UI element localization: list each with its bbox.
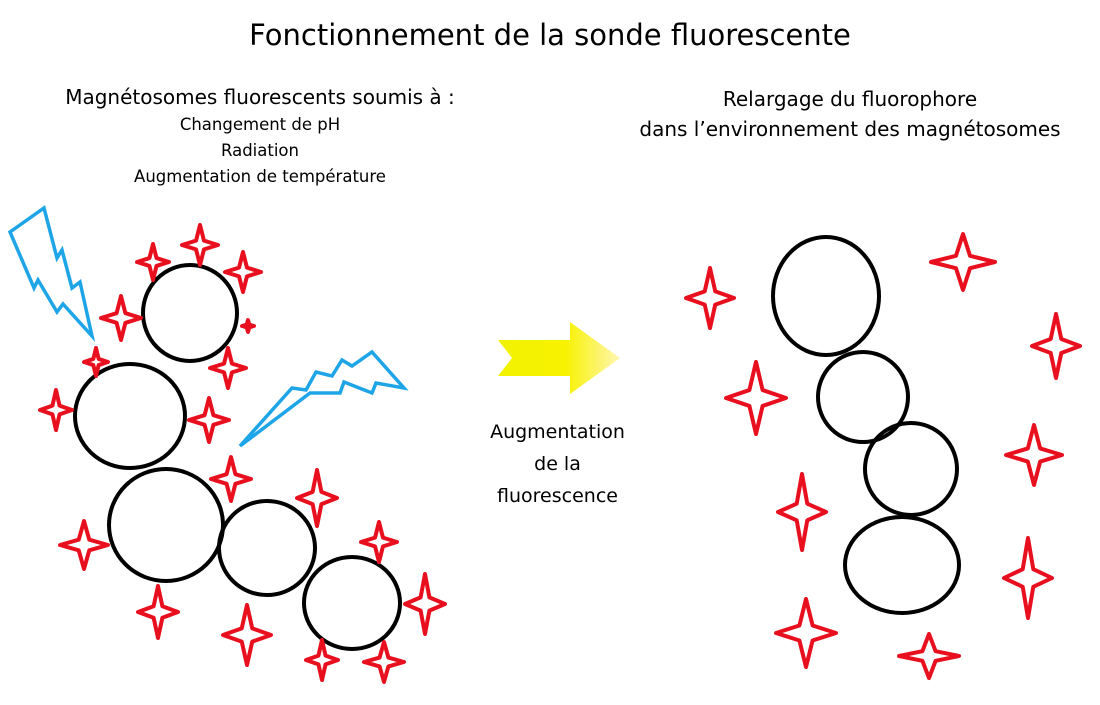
four-point-star-icon [99, 294, 143, 342]
four-point-star-icon [135, 242, 171, 282]
four-point-star-icon [223, 250, 263, 294]
four-point-star-icon [1002, 536, 1054, 620]
magnetosome-circle [141, 263, 239, 363]
magnetosome-circle [302, 555, 402, 651]
four-point-star-icon [897, 632, 961, 680]
left-magnetosomes [73, 263, 402, 651]
arrow-label-line-3: fluorescence [497, 485, 618, 507]
four-point-star-icon [180, 223, 220, 267]
right-arrow-icon [498, 322, 620, 394]
lightning-bolts [7, 205, 409, 448]
four-point-star-icon [359, 520, 399, 564]
four-point-star-icon [38, 388, 74, 432]
conditions-list: Changement de pH Radiation Augmentation … [60, 112, 460, 190]
arrow-label-line-1: Augmentation [490, 421, 625, 443]
arrow-label: Augmentation de la fluorescence [455, 416, 660, 512]
right-heading-line-1: Relargage du fluorophore [722, 87, 978, 111]
four-point-star-icon [403, 572, 447, 636]
condition-temperature: Augmentation de température [134, 167, 386, 186]
diagram-title: Fonctionnement de la sonde fluorescente [249, 18, 851, 52]
right-heading-line-2: dans l’environnement des magnétosomes [639, 117, 1061, 141]
transition-arrow [498, 322, 620, 394]
four-point-star-icon [240, 318, 256, 334]
four-point-star-icon [82, 346, 110, 378]
four-point-star-icon [1030, 312, 1082, 380]
magnetosome-circle [217, 499, 317, 597]
magnetosome-circle [843, 515, 961, 615]
four-point-star-icon [221, 603, 273, 667]
lightning-bolt-icon [7, 205, 96, 343]
magnetosome-circle [73, 362, 187, 470]
lightning-bolt-icon [238, 349, 409, 448]
four-point-star-icon [136, 584, 180, 640]
four-point-star-icon [304, 638, 340, 682]
four-point-star-icon [187, 396, 231, 444]
four-point-star-icon [58, 519, 110, 571]
four-point-star-icon [208, 346, 248, 390]
four-point-star-icon [362, 640, 406, 684]
condition-ph: Changement de pH [179, 115, 341, 134]
four-point-star-icon [209, 455, 253, 503]
four-point-star-icon [1004, 423, 1064, 487]
magnetosome-circle [771, 235, 881, 357]
four-point-star-icon [929, 232, 997, 292]
four-point-star-icon [724, 360, 788, 436]
magnetosome-circle [816, 350, 910, 444]
left-fluorophores [38, 223, 447, 684]
right-fluorophores [684, 232, 1082, 680]
magnetosome-circle [863, 421, 959, 517]
arrow-label-line-2: de la [534, 453, 581, 475]
right-magnetosomes [771, 235, 961, 615]
magnetosome-circle [107, 467, 225, 583]
four-point-star-icon [776, 472, 828, 552]
right-panel-heading: Relargage du fluorophore dans l’environn… [600, 84, 1100, 144]
four-point-star-icon [684, 266, 736, 330]
four-point-star-icon [295, 468, 339, 528]
four-point-star-icon [774, 597, 838, 669]
left-panel-heading: Magnétosomes fluorescents soumis à : [65, 85, 455, 109]
condition-radiation: Radiation [221, 141, 299, 160]
